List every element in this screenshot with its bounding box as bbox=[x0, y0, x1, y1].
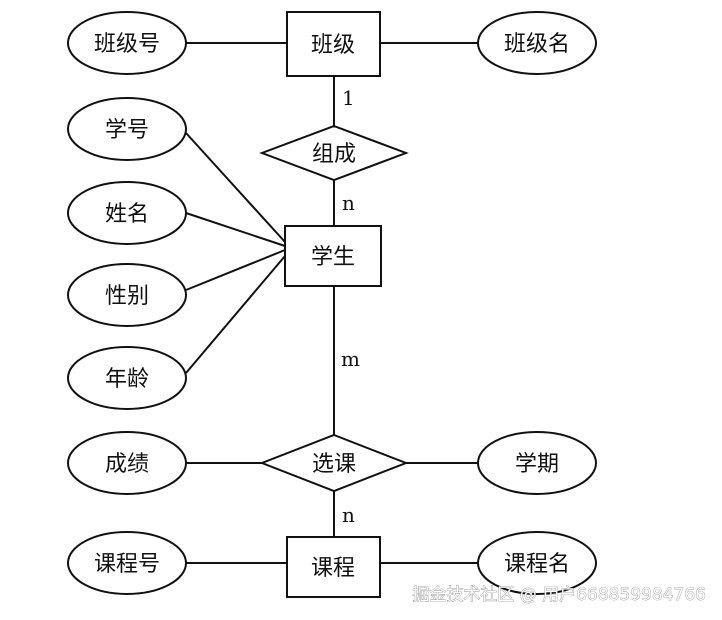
line-name-student bbox=[185, 212, 286, 247]
cardinality-select-course: n bbox=[342, 503, 355, 527]
entity-course: 课程 bbox=[286, 536, 381, 598]
attribute-class-name-label: 班级名 bbox=[504, 32, 570, 57]
attribute-age-ellipse bbox=[67, 346, 187, 410]
attribute-name-label: 姓名 bbox=[105, 202, 149, 227]
entity-class: 班级 bbox=[286, 11, 381, 77]
attribute-course-name: 课程名 bbox=[477, 531, 597, 595]
attribute-age: 年龄 bbox=[67, 346, 187, 410]
entity-course-box bbox=[286, 536, 381, 598]
attribute-gender: 性别 bbox=[67, 263, 187, 327]
attribute-student-no-ellipse bbox=[67, 97, 187, 161]
relationship-compose-diamond bbox=[259, 124, 409, 182]
attribute-class-name: 班级名 bbox=[477, 11, 597, 75]
attribute-name-ellipse bbox=[67, 181, 187, 245]
attribute-course-name-ellipse bbox=[477, 531, 597, 595]
cardinality-compose-student: n bbox=[342, 191, 355, 215]
entity-class-label: 班级 bbox=[311, 33, 355, 58]
line-age-student bbox=[185, 255, 286, 374]
attribute-age-label: 年龄 bbox=[105, 367, 149, 392]
relationship-select-label: 选课 bbox=[312, 452, 356, 477]
attribute-name: 姓名 bbox=[67, 181, 187, 245]
attribute-term: 学期 bbox=[477, 431, 597, 495]
attribute-course-no: 课程号 bbox=[67, 531, 187, 595]
relationship-compose-label: 组成 bbox=[312, 142, 356, 167]
attribute-class-name-ellipse bbox=[477, 11, 597, 75]
attribute-student-no: 学号 bbox=[67, 97, 187, 161]
attribute-score: 成绩 bbox=[67, 431, 187, 495]
entity-course-label: 课程 bbox=[311, 556, 355, 581]
connector-lines bbox=[185, 42, 478, 564]
attribute-student-no-label: 学号 bbox=[105, 118, 149, 143]
entity-student-box bbox=[284, 225, 382, 287]
attribute-class-no: 班级号 bbox=[67, 11, 187, 75]
attribute-course-no-ellipse bbox=[67, 531, 187, 595]
cardinality-student-select: m bbox=[341, 347, 360, 371]
relationship-compose: 组成 bbox=[259, 124, 409, 182]
relationship-select-diamond bbox=[259, 433, 409, 493]
cardinality-class-compose: 1 bbox=[342, 86, 355, 110]
attribute-score-ellipse bbox=[67, 431, 187, 495]
line-gender-student bbox=[185, 249, 286, 291]
entity-class-box bbox=[286, 11, 381, 77]
entity-student-label: 学生 bbox=[311, 245, 355, 270]
attribute-term-ellipse bbox=[477, 431, 597, 495]
attribute-term-label: 学期 bbox=[515, 452, 559, 477]
relationship-select: 选课 bbox=[259, 433, 409, 493]
watermark-text: 掘金技术社区 @ 用户668859984766 bbox=[412, 585, 706, 605]
attribute-course-no-label: 课程号 bbox=[94, 552, 160, 577]
attribute-gender-ellipse bbox=[67, 263, 187, 327]
attribute-class-no-ellipse bbox=[67, 11, 187, 75]
line-studentno-student bbox=[185, 132, 286, 243]
attribute-class-no-label: 班级号 bbox=[94, 32, 160, 57]
attribute-score-label: 成绩 bbox=[105, 452, 149, 477]
attribute-gender-label: 性别 bbox=[105, 284, 149, 309]
entity-student: 学生 bbox=[284, 225, 382, 287]
attribute-course-name-label: 课程名 bbox=[504, 552, 570, 577]
